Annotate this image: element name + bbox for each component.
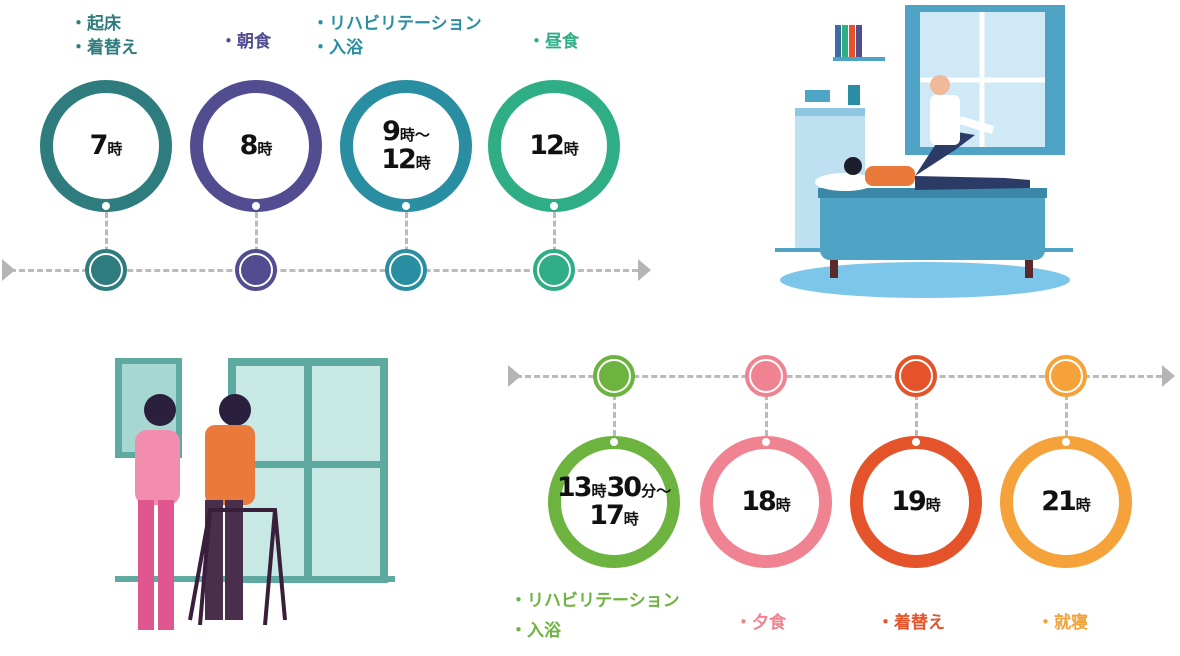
time-unit: 時 bbox=[1075, 495, 1091, 514]
therapy-illustration bbox=[775, 5, 1073, 298]
time-unit: 時 bbox=[623, 510, 639, 528]
activity-item: ・着替え bbox=[877, 613, 945, 633]
timeline-marker bbox=[85, 249, 127, 291]
time-unit: 時 bbox=[563, 139, 579, 158]
connector-line bbox=[613, 376, 616, 436]
activity-label: ・リハビリテーション・入浴 bbox=[510, 586, 680, 646]
activity-label: ・朝食 bbox=[220, 30, 271, 54]
timeline-marker bbox=[895, 355, 937, 397]
activity-label: ・リハビリテーション・入浴 bbox=[312, 12, 482, 60]
activity-label: ・昼食 bbox=[528, 30, 579, 54]
time-unit: 時 bbox=[107, 139, 123, 158]
timeline-start-arrow-icon bbox=[508, 365, 521, 387]
timeline-start-arrow-icon bbox=[2, 259, 15, 281]
time-unit: 時 bbox=[591, 481, 607, 500]
time-unit: 時 bbox=[257, 139, 273, 158]
connector-line bbox=[915, 376, 918, 436]
timeline-marker bbox=[385, 249, 427, 291]
circle-pin bbox=[762, 438, 770, 446]
time-number: 9 bbox=[382, 115, 401, 147]
circle-pin bbox=[102, 202, 110, 210]
time-number: 18 bbox=[741, 485, 777, 517]
activity-item: ・昼食 bbox=[528, 32, 579, 52]
activity-item: ・入浴 bbox=[510, 621, 561, 641]
timeline-line bbox=[516, 375, 1162, 378]
activity-item: ・朝食 bbox=[220, 32, 271, 52]
time-number: 13 bbox=[556, 471, 593, 503]
timeline-marker bbox=[1045, 355, 1087, 397]
activity-item: ・着替え bbox=[70, 38, 138, 58]
activity-label: ・夕食 bbox=[735, 608, 786, 638]
time-number: 8 bbox=[239, 129, 259, 161]
timeline-marker bbox=[235, 249, 277, 291]
activity-item: ・就寝 bbox=[1037, 613, 1088, 633]
activity-item: ・夕食 bbox=[735, 613, 786, 633]
time-unit: 時〜 bbox=[399, 125, 430, 144]
connector-line bbox=[1065, 376, 1068, 436]
timeline-marker bbox=[593, 355, 635, 397]
time-number: 12 bbox=[381, 144, 417, 175]
walking-assistance-illustration bbox=[115, 358, 395, 630]
activity-label: ・起床・着替え bbox=[70, 12, 138, 60]
circle-pin bbox=[550, 202, 558, 210]
circle-pin bbox=[610, 438, 618, 446]
activity-item: ・リハビリテーション bbox=[312, 14, 482, 34]
timeline-line bbox=[10, 269, 638, 272]
activity-label: ・就寝 bbox=[1037, 608, 1088, 638]
time-unit: 時 bbox=[415, 154, 431, 172]
timeline-marker bbox=[745, 355, 787, 397]
activity-item: ・起床 bbox=[70, 14, 121, 34]
circle-pin bbox=[402, 202, 410, 210]
connector-line bbox=[405, 212, 408, 270]
connector-line bbox=[553, 212, 556, 270]
time-number: 17 bbox=[589, 500, 625, 531]
circle-pin bbox=[912, 438, 920, 446]
time-number: 30 bbox=[606, 471, 643, 503]
time-number: 7 bbox=[89, 129, 109, 161]
activity-item: ・リハビリテーション bbox=[510, 591, 680, 611]
time-number: 12 bbox=[529, 129, 565, 161]
connector-line bbox=[105, 212, 108, 270]
circle-pin bbox=[1062, 438, 1070, 446]
activity-item: ・入浴 bbox=[312, 38, 363, 58]
connector-line bbox=[765, 376, 768, 436]
time-number: 21 bbox=[1041, 485, 1077, 517]
time-unit: 時 bbox=[775, 495, 791, 514]
circle-pin bbox=[252, 202, 260, 210]
time-unit: 分〜 bbox=[641, 481, 672, 500]
connector-line bbox=[255, 212, 258, 270]
activity-label: ・着替え bbox=[877, 608, 945, 638]
timeline-end-arrow-icon bbox=[638, 259, 651, 281]
timeline-end-arrow-icon bbox=[1162, 365, 1175, 387]
time-unit: 時 bbox=[925, 495, 941, 514]
time-number: 19 bbox=[891, 485, 927, 517]
timeline-marker bbox=[533, 249, 575, 291]
